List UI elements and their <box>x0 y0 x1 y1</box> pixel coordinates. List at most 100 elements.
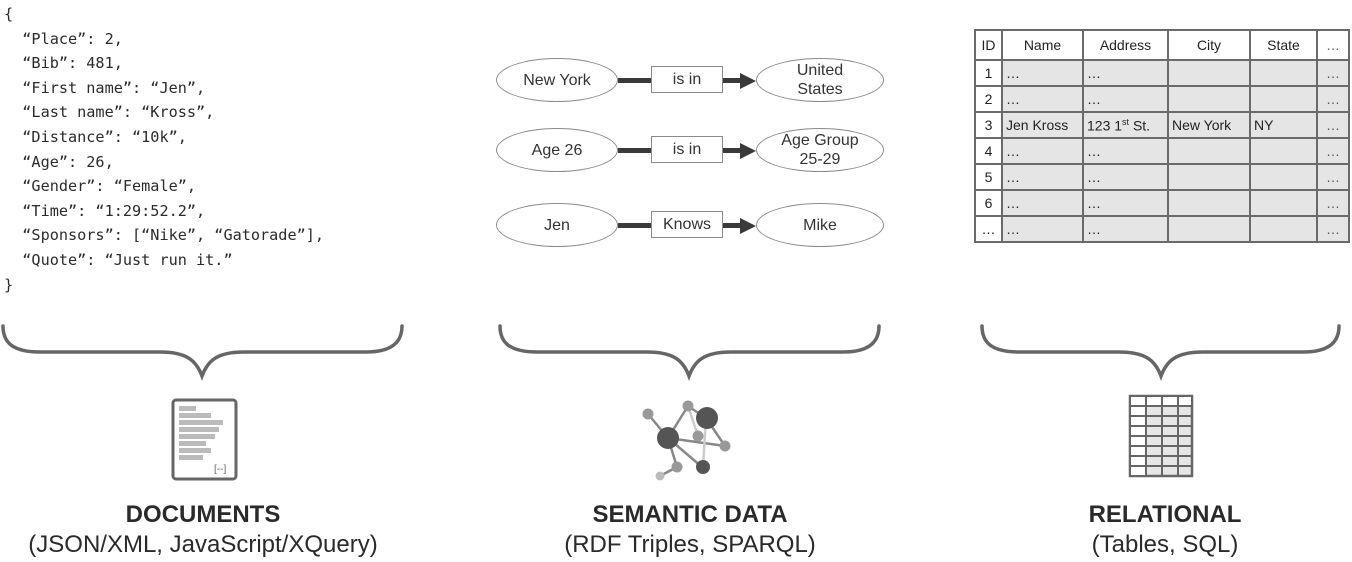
table-cell <box>1167 137 1251 165</box>
table-cell: … <box>1001 215 1084 243</box>
json-line: “Distance”: “10k”, <box>4 127 187 146</box>
svg-text:[--]: [--] <box>214 464 226 475</box>
table-header-cell: City <box>1167 29 1251 61</box>
triple-predicate: is in <box>651 136 723 163</box>
table-cell: New York <box>1167 111 1251 139</box>
graph-node <box>657 427 679 449</box>
table-cell <box>1249 137 1318 165</box>
table-cell: … <box>1082 85 1169 113</box>
triple-object-node: Age Group 25-29 <box>756 128 884 172</box>
row-id-cell: 2 <box>974 85 1003 113</box>
table-cell: … <box>1001 137 1084 165</box>
triple-edge <box>723 148 741 153</box>
json-line: “Gender”: “Female”, <box>4 177 197 196</box>
table-cell: Jen Kross <box>1001 111 1084 139</box>
table-header-cell: … <box>1316 29 1350 61</box>
json-line: “Quote”: “Just run it.” <box>4 250 233 269</box>
brace-relational <box>980 324 1341 381</box>
triple-edge <box>618 223 652 228</box>
table-cell: … <box>1316 85 1350 113</box>
graph-node <box>655 471 665 481</box>
table-row: 2……… <box>974 85 1350 113</box>
category-subtitle-relational: (Tables, SQL) <box>1091 531 1239 558</box>
table-cell <box>1249 85 1318 113</box>
table-cell <box>1167 189 1251 217</box>
category-subtitle-documents: (JSON/XML, JavaScript/XQuery) <box>28 531 378 558</box>
category-title-documents: DOCUMENTS <box>125 501 281 528</box>
triple-predicate: Knows <box>651 211 723 238</box>
table-cell: … <box>1082 163 1169 191</box>
table-cell <box>1249 215 1318 243</box>
triple-subject-node: Jen <box>496 203 618 247</box>
triple-edge <box>618 148 652 153</box>
table-header-cell: Name <box>1001 29 1084 61</box>
table-row: 6……… <box>974 189 1350 217</box>
triple-object-node: United States <box>756 58 884 102</box>
row-id-cell: 6 <box>974 189 1003 217</box>
table-cell: … <box>1082 215 1169 243</box>
row-id-cell: … <box>974 215 1003 243</box>
table-cell <box>1249 59 1318 87</box>
table-row: 4……… <box>974 137 1350 165</box>
table-cell: … <box>1316 137 1350 165</box>
table-cell: … <box>1316 189 1350 217</box>
triple-predicate: is in <box>651 66 723 93</box>
table-cell <box>1167 59 1251 87</box>
json-line: “Place”: 2, <box>4 29 123 48</box>
arrowhead-icon <box>740 217 756 234</box>
table-cell: NY <box>1249 111 1318 139</box>
graph-node <box>682 400 694 412</box>
row-id-cell: 3 <box>974 111 1003 139</box>
graph-node <box>692 430 704 442</box>
graph-node <box>696 460 710 474</box>
table-header-cell: Address <box>1082 29 1169 61</box>
category-subtitle-semantic-data: (RDF Triples, SPARQL) <box>564 531 816 558</box>
table-row: ………… <box>974 215 1350 243</box>
table-cell <box>1249 163 1318 191</box>
json-line: { <box>4 5 14 23</box>
table-cell: … <box>1001 163 1084 191</box>
json-line: } <box>4 275 14 294</box>
graph-network-icon <box>642 400 731 481</box>
brace-documents <box>1 324 404 381</box>
triple-subject-node: Age 26 <box>496 128 618 172</box>
table-cell: … <box>1316 59 1350 87</box>
table-cell: … <box>1082 59 1169 87</box>
triple-subject-node: New York <box>496 58 618 102</box>
category-title-relational: RELATIONAL <box>1088 501 1242 528</box>
row-id-cell: 5 <box>974 163 1003 191</box>
json-line: “Sponsors”: [“Nike”, “Gatorade”], <box>4 226 325 245</box>
table-cell <box>1167 163 1251 191</box>
json-line: “Age”: 26, <box>4 152 114 171</box>
graph-node <box>696 407 718 429</box>
table-cell: … <box>1001 59 1084 87</box>
table-cell: … <box>1316 215 1350 243</box>
table-cell: … <box>1001 85 1084 113</box>
json-line: “First name”: “Jen”, <box>4 78 206 97</box>
table-row: 1……… <box>974 59 1350 87</box>
row-id-cell: 4 <box>974 137 1003 165</box>
table-row: 5……… <box>974 163 1350 191</box>
table-cell: … <box>1316 111 1350 139</box>
table-cell: … <box>1001 189 1084 217</box>
arrowhead-icon <box>740 142 756 159</box>
triple-object-node: Mike <box>756 203 884 247</box>
table-header-cell: ID <box>974 29 1003 61</box>
table-grid-icon <box>1128 394 1194 478</box>
category-title-semantic-data: SEMANTIC DATA <box>592 501 788 528</box>
json-line: “Bib”: 481, <box>4 54 123 73</box>
triple-edge <box>723 223 741 228</box>
table-cell: … <box>1316 163 1350 191</box>
triple-edge <box>723 78 741 83</box>
graph-node <box>642 408 654 420</box>
row-id-cell: 1 <box>974 59 1003 87</box>
table-cell: … <box>1082 137 1169 165</box>
json-line: “Time”: “1:29:52.2”, <box>4 201 206 220</box>
document-icon: [--] <box>171 398 238 481</box>
json-line: “Last name”: “Kross”, <box>4 103 215 122</box>
graph-node <box>719 440 731 452</box>
arrowhead-icon <box>740 72 756 89</box>
